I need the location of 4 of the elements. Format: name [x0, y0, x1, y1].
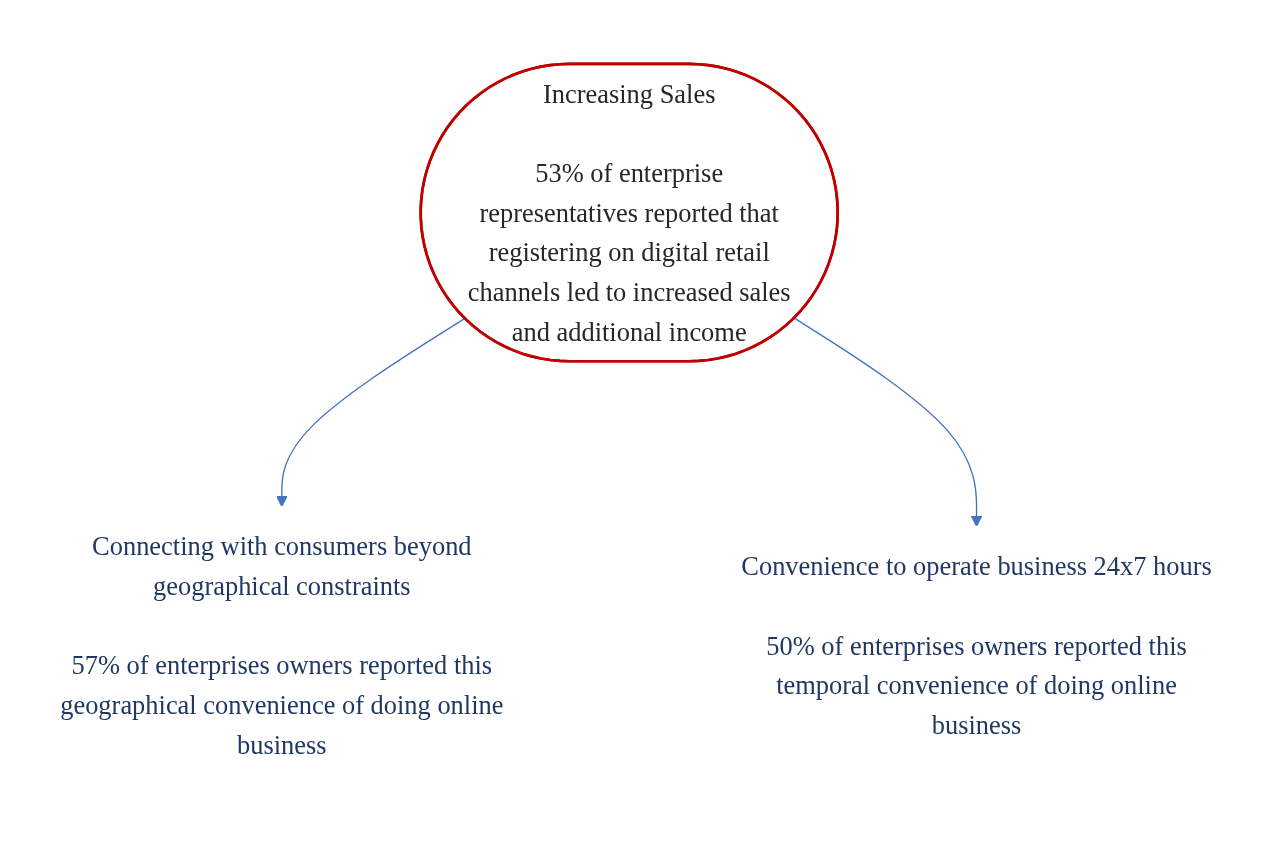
arrow — [794, 317, 983, 527]
node-text: Connecting with consumers beyond geographical constraints 57% of enterprises owners reported this geographical convenience of doing online business — [60, 531, 504, 759]
node-text: Convenience to operate business 24x7 hours 50% of enterprises owners reported this temporal convenience of doing online business — [741, 551, 1212, 739]
arrow — [276, 317, 466, 507]
